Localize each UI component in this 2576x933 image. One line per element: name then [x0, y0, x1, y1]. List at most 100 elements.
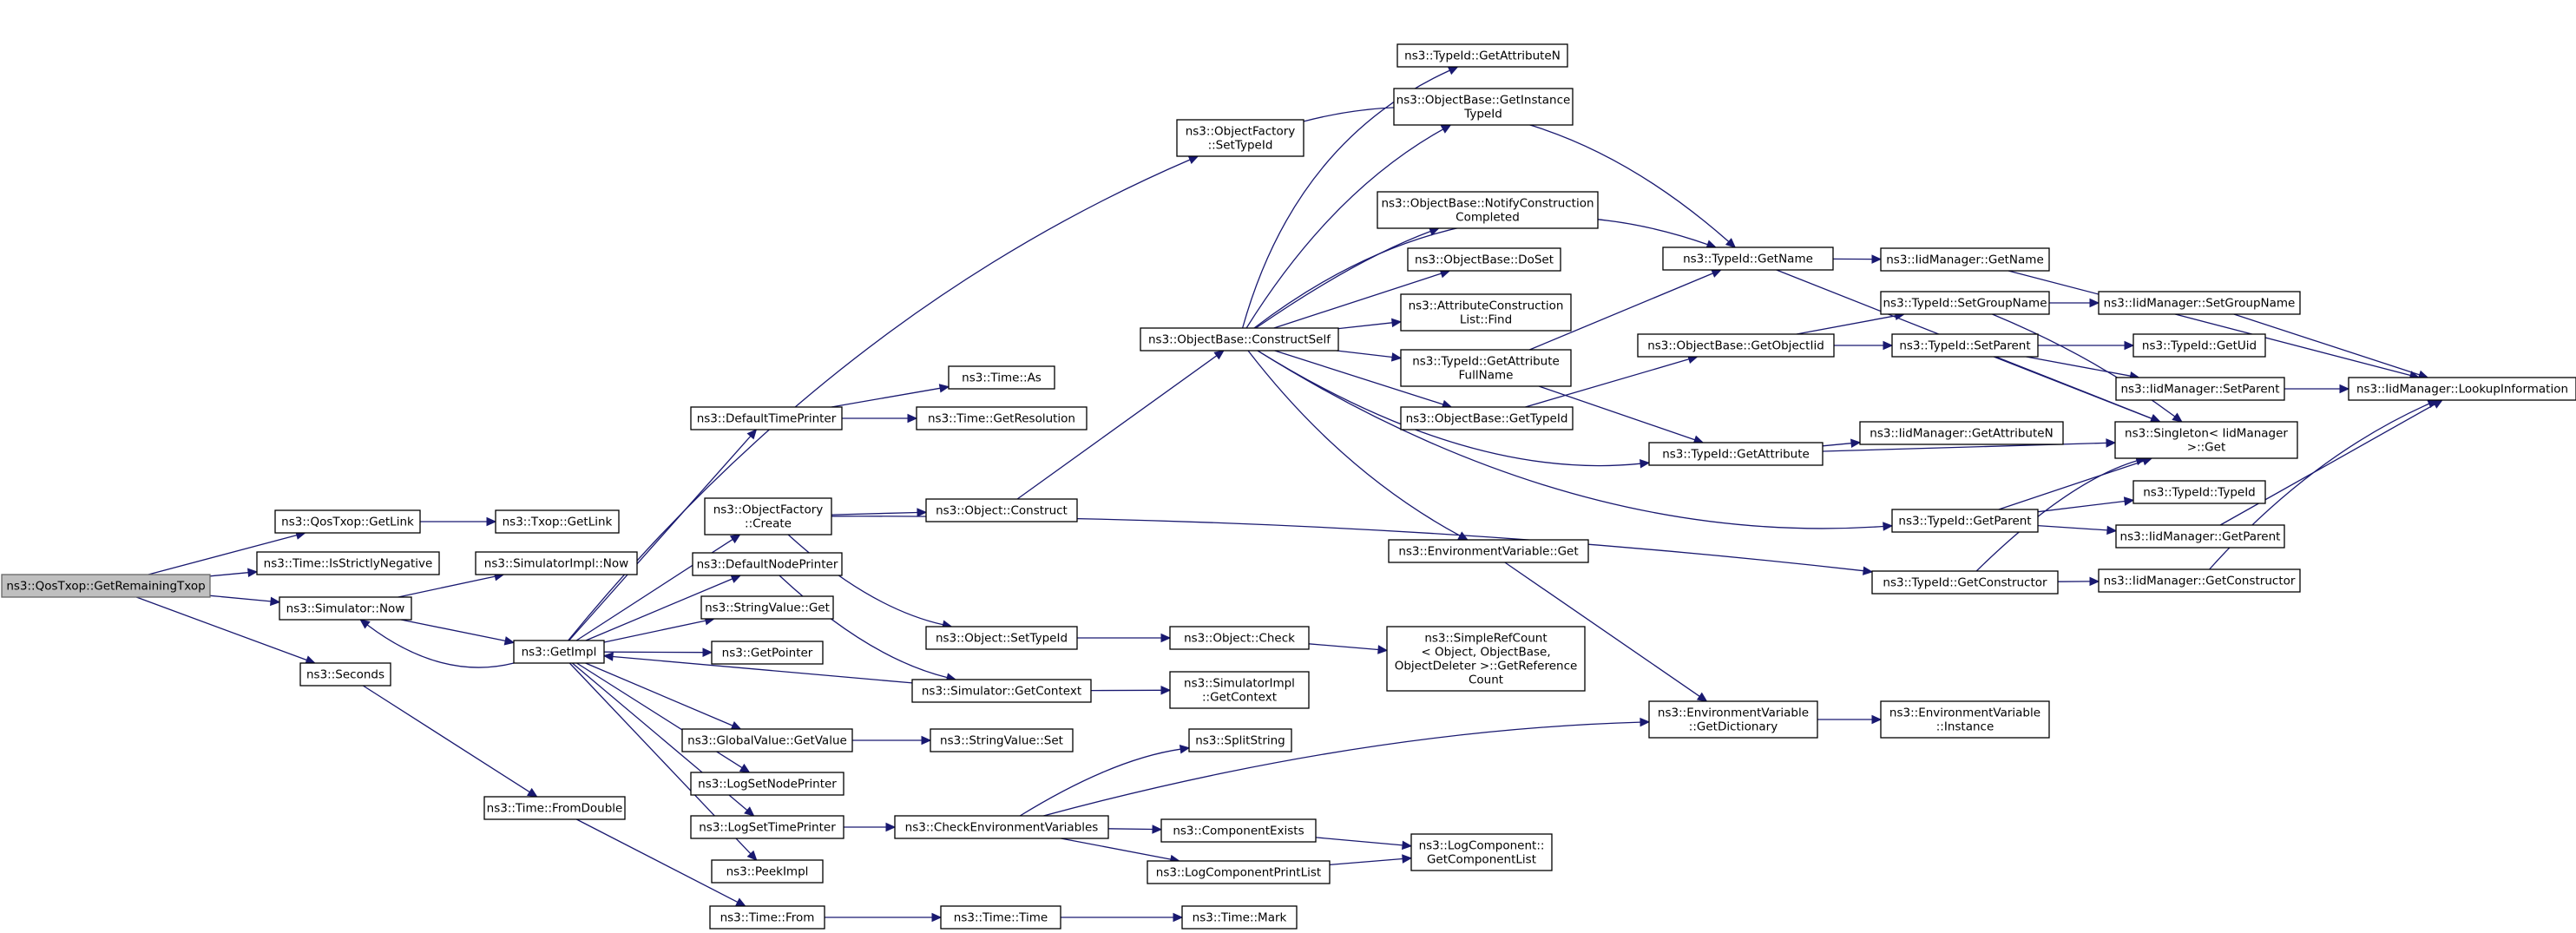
- function-node[interactable]: ns3::Singleton< IidManager>::Get: [2114, 421, 2298, 459]
- function-node[interactable]: ns3::CheckEnvironmentVariables: [894, 815, 1109, 839]
- function-node[interactable]: ns3::ObjectBase::ConstructSelf: [1140, 327, 1339, 352]
- function-node[interactable]: ns3::ObjectFactory::SetTypeId: [1176, 119, 1304, 157]
- function-node[interactable]: ns3::Time::GetResolution: [916, 406, 1088, 430]
- function-node[interactable]: ns3::Txop::GetLink: [495, 509, 620, 534]
- function-node[interactable]: ns3::Time::As: [948, 365, 1055, 390]
- function-node[interactable]: ns3::LogSetTimePrinter: [690, 815, 844, 839]
- function-node[interactable]: ns3::TypeId::GetParent: [1891, 509, 2039, 533]
- function-node[interactable]: ns3::TypeId::GetConstructor: [1871, 570, 2059, 595]
- function-node[interactable]: ns3::PeekImpl: [711, 859, 824, 884]
- function-node[interactable]: ns3::SimulatorImpl::GetContext: [1169, 671, 1310, 709]
- function-node[interactable]: ns3::StringValue::Get: [700, 595, 834, 620]
- arrowhead-icon: [1871, 254, 1883, 264]
- function-node[interactable]: ns3::ObjectBase::GetObjectIid: [1637, 333, 1835, 358]
- edge-line: [1796, 315, 1896, 335]
- edge-line: [1538, 385, 1695, 441]
- node-box: [690, 406, 843, 430]
- call-edge: [831, 508, 928, 517]
- function-node[interactable]: ns3::TypeId::GetAttribute: [1648, 442, 1824, 466]
- function-node[interactable]: ns3::SimulatorImpl::Now: [475, 551, 638, 575]
- function-node[interactable]: ns3::TypeId::GetUid: [2132, 333, 2266, 358]
- node-box: [2132, 333, 2266, 358]
- function-node[interactable]: ns3::Time::IsStrictlyNegative: [256, 551, 440, 575]
- function-node[interactable]: ns3::IidManager::LookupInformation: [2348, 377, 2576, 401]
- arrowhead-icon: [1187, 155, 1199, 165]
- function-node[interactable]: ns3::GetPointer: [711, 641, 824, 665]
- root-function-node[interactable]: ns3::QosTxop::GetRemainingTxop: [1, 574, 211, 598]
- function-node[interactable]: ns3::LogComponentPrintList: [1147, 860, 1331, 884]
- node-box: [894, 815, 1109, 839]
- function-node[interactable]: ns3::Time::Time: [940, 905, 1061, 930]
- node-label: Count: [1469, 673, 1503, 687]
- function-node[interactable]: ns3::Time::From: [709, 905, 825, 930]
- function-node[interactable]: ns3::IidManager::SetGroupName: [2098, 291, 2301, 315]
- node-label: ns3::ObjectBase::GetObjectIid: [1647, 338, 1824, 352]
- function-node[interactable]: ns3::Object::Check: [1169, 626, 1310, 650]
- function-node[interactable]: ns3::GlobalValue::GetValue: [681, 728, 853, 752]
- function-node[interactable]: ns3::SimpleRefCount< Object, ObjectBase,…: [1386, 626, 1586, 692]
- function-node[interactable]: ns3::IidManager::GetConstructor: [2098, 568, 2301, 593]
- call-edge: [1822, 438, 2117, 452]
- node-box: [911, 679, 1092, 703]
- node-box: [1871, 570, 2059, 595]
- function-node[interactable]: ns3::IidManager::GetName: [1880, 247, 2050, 272]
- function-node[interactable]: ns3::IidManager::SetParent: [2115, 377, 2285, 401]
- edge-line: [362, 685, 530, 793]
- arrowhead-icon: [885, 822, 897, 832]
- function-node[interactable]: ns3::IidManager::GetParent: [2115, 524, 2285, 549]
- arrowhead-icon: [746, 429, 758, 440]
- function-node[interactable]: ns3::TypeId::SetParent: [1891, 333, 2039, 358]
- function-node[interactable]: ns3::SplitString: [1188, 728, 1292, 752]
- function-node[interactable]: ns3::Time::FromDouble: [483, 796, 626, 820]
- arrowhead-icon: [1883, 522, 1894, 531]
- function-node[interactable]: ns3::Object::SetTypeId: [925, 626, 1078, 650]
- call-edge: [602, 652, 913, 684]
- call-edge: [1822, 438, 1862, 449]
- arrowhead-icon: [1213, 350, 1225, 360]
- edge-line: [1504, 562, 1700, 697]
- function-node[interactable]: ns3::ObjectBase::DoSet: [1407, 247, 1561, 272]
- node-label: Completed: [1456, 210, 1520, 224]
- function-node[interactable]: ns3::ObjectFactory::Create: [704, 497, 832, 535]
- arrowhead-icon: [1179, 745, 1191, 754]
- function-node[interactable]: ns3::LogSetNodePrinter: [690, 772, 844, 796]
- function-node[interactable]: ns3::QosTxop::GetLink: [274, 509, 421, 534]
- node-label: ns3::EnvironmentVariable: [1658, 706, 1809, 719]
- function-node[interactable]: ns3::StringValue::Set: [930, 728, 1074, 752]
- function-node[interactable]: ns3::IidManager::GetAttributeN: [1859, 421, 2064, 445]
- function-node[interactable]: ns3::EnvironmentVariable::Instance: [1880, 700, 2050, 739]
- node-label: ns3::QosTxop::GetLink: [281, 515, 414, 529]
- function-node[interactable]: ns3::Time::Mark: [1181, 905, 1298, 930]
- function-node[interactable]: ns3::DefaultNodePrinter: [692, 552, 843, 576]
- function-node[interactable]: ns3::Simulator::Now: [279, 596, 412, 621]
- function-node[interactable]: ns3::ObjectBase::GetTypeId: [1400, 406, 1574, 430]
- node-box: [279, 596, 412, 621]
- function-node[interactable]: ns3::DefaultTimePrinter: [690, 406, 843, 430]
- function-node[interactable]: ns3::TypeId::TypeId: [2132, 480, 2266, 504]
- function-node[interactable]: ns3::TypeId::GetName: [1662, 246, 1834, 271]
- function-node[interactable]: ns3::LogComponent::GetComponentList: [1410, 833, 1553, 871]
- arrowhead-icon: [2106, 438, 2117, 448]
- function-node[interactable]: ns3::Object::Construct: [925, 498, 1078, 522]
- function-node[interactable]: ns3::EnvironmentVariable::Get: [1388, 539, 1589, 563]
- function-node[interactable]: ns3::TypeId::GetAttributeN: [1396, 43, 1568, 68]
- node-label: ns3::IidManager::SetParent: [2121, 382, 2280, 396]
- node-label: ns3::LogSetTimePrinter: [699, 820, 836, 834]
- node-label: GetComponentList: [1427, 852, 1536, 866]
- function-node[interactable]: ns3::GetImpl: [513, 640, 605, 664]
- function-node[interactable]: ns3::EnvironmentVariable::GetDictionary: [1648, 700, 1818, 739]
- call-edge: [2049, 298, 2100, 308]
- node-label: ns3::ObjectBase::NotifyConstruction: [1381, 196, 1594, 210]
- edge-line: [135, 596, 307, 661]
- function-node[interactable]: ns3::TypeId::SetGroupName: [1880, 291, 2050, 315]
- edge-line: [2037, 524, 2108, 531]
- function-node[interactable]: ns3::Seconds: [299, 662, 391, 687]
- node-box: [925, 498, 1078, 522]
- function-node[interactable]: ns3::ObjectBase::NotifyConstructionCompl…: [1377, 191, 1599, 229]
- node-label: ns3::TypeId::GetAttributeN: [1404, 49, 1561, 62]
- function-node[interactable]: ns3::ComponentExists: [1160, 818, 1317, 843]
- function-node[interactable]: ns3::Simulator::GetContext: [911, 679, 1092, 703]
